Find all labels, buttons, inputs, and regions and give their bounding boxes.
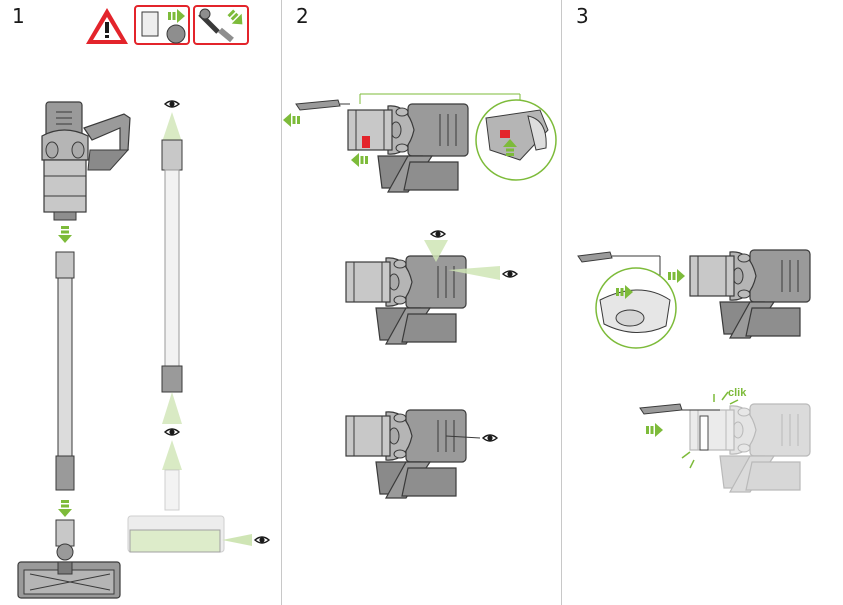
view-cone	[424, 240, 448, 262]
view-cone	[162, 112, 182, 142]
step-number-3: 3	[576, 4, 589, 28]
wand-tube-inspection	[161, 139, 183, 393]
release-button-red	[362, 136, 370, 148]
green-arrow-icon	[283, 113, 300, 127]
wand-tube	[55, 251, 75, 491]
view-cone	[222, 534, 252, 546]
view-cone	[162, 392, 182, 424]
handheld-unit	[345, 409, 467, 499]
eye-icon	[482, 434, 498, 442]
eye-icon	[164, 428, 180, 436]
handheld-unit	[689, 249, 811, 339]
view-cone	[448, 266, 500, 280]
green-arrow-icon	[58, 500, 72, 517]
filter-cover	[295, 99, 341, 111]
step-number-2: 2	[296, 4, 309, 28]
eye-icon	[430, 230, 446, 238]
clik-label: clik	[728, 387, 747, 399]
divider-1	[281, 0, 282, 605]
green-arrow-icon	[646, 423, 663, 437]
zoom-detail	[595, 267, 677, 349]
zoom-detail	[475, 99, 557, 181]
step-number-1: 1	[12, 4, 25, 28]
filter-cover	[577, 251, 613, 263]
stick-vacuum-assembled	[41, 101, 131, 221]
divider-2	[561, 0, 562, 605]
floor-head-inspection	[127, 469, 225, 553]
view-cone	[162, 440, 182, 470]
filter-latch	[699, 415, 709, 451]
eye-icon	[164, 100, 180, 108]
eye-icon	[254, 536, 270, 544]
green-arrow-icon	[58, 226, 72, 243]
handheld-unit	[345, 255, 467, 345]
warning-icon	[86, 8, 128, 44]
detach-wand-icon	[193, 5, 249, 45]
eye-icon	[502, 270, 518, 278]
unplug-icon	[134, 5, 190, 45]
filter-cover	[639, 403, 683, 415]
click-marks	[681, 391, 739, 469]
green-arrow-icon	[351, 153, 368, 167]
floor-head	[17, 519, 121, 599]
green-arrow-icon	[668, 269, 685, 283]
